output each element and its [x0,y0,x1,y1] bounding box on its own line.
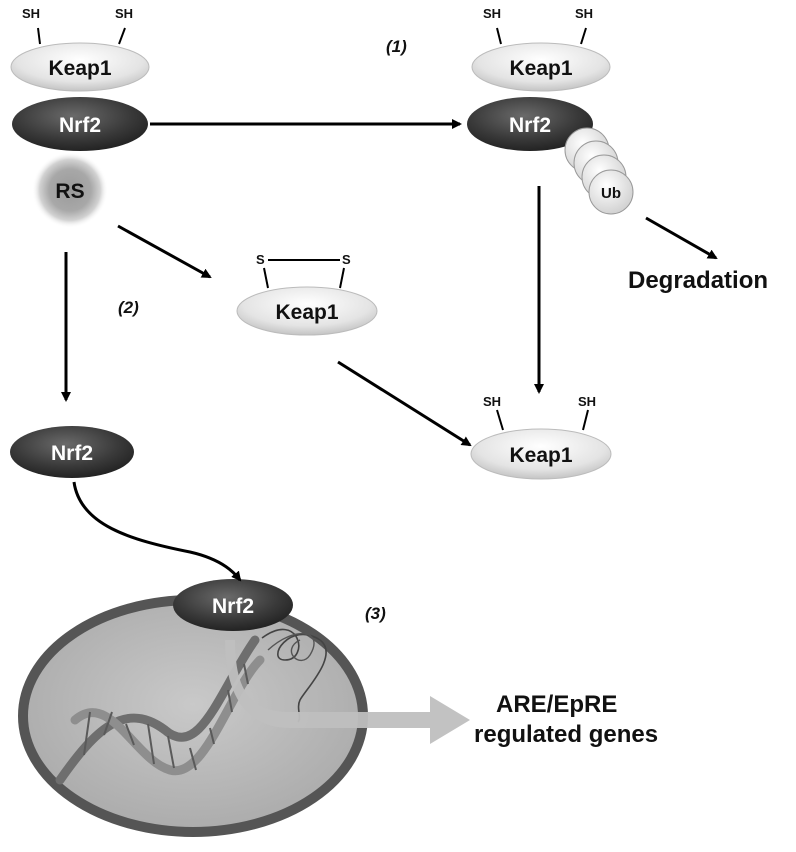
nrf2-protein [10,426,134,478]
dna-double-helix [55,628,327,785]
nucleus: Nrf2 [18,579,368,837]
step-3-label: (3) [365,604,386,623]
keap1-label: Keap1 [275,301,338,324]
s-label: S [256,252,265,267]
sh-label: SH [578,394,596,409]
degradation-label: Degradation [628,267,768,294]
ub-label: Ub [601,185,621,202]
rs-molecule [32,152,108,228]
sh-label: SH [575,6,593,21]
nrf2-protein [173,579,293,631]
rs-label: RS [55,180,84,203]
keap1-protein [470,428,612,480]
keap1-protein [471,42,611,92]
complex-keap1-nrf2-rs: SH SH Keap1 Nrf2 RS [10,6,150,228]
keap1-protein [236,286,378,336]
sh-label: SH [115,6,133,21]
sh-label: SH [483,6,501,21]
nrf2-label: Nrf2 [59,114,101,137]
pathway-arrows [61,119,718,582]
genes-label-line1: ARE/EpRE [496,691,617,718]
step-2-label: (2) [118,298,139,317]
keap1-oxidized: S S Keap1 [236,252,378,336]
step-1-label: (1) [386,37,407,56]
keap1-label: Keap1 [48,57,111,80]
s-label: S [342,252,351,267]
keap1-protein [10,42,150,92]
genes-label-line2: regulated genes [474,721,658,748]
arrow-to-degradation [645,216,718,260]
keap1-recycled: SH SH Keap1 [470,394,612,480]
ubiquitin [588,169,634,215]
arrow-oxidized-to-keap1 [337,360,472,447]
nrf2-free: Nrf2 [10,426,134,478]
arrow-to-nucleus [72,481,242,582]
arrow-to-oxidized-keap1 [117,224,212,279]
gene-expression-arrow [225,640,470,744]
keap1-label: Keap1 [509,444,572,467]
nrf2-protein [12,97,148,151]
sh-label: SH [22,6,40,21]
nrf2-label: Nrf2 [509,114,551,137]
keap1-label: Keap1 [509,57,572,80]
nrf2-protein [467,97,593,151]
complex-keap1-nrf2-ub: SH SH Keap1 Nrf2 Ub [467,6,634,215]
sh-label: SH [483,394,501,409]
nrf2-label: Nrf2 [212,595,254,618]
ubiquitin-chain: Ub [564,127,634,215]
nrf2-label: Nrf2 [51,442,93,465]
